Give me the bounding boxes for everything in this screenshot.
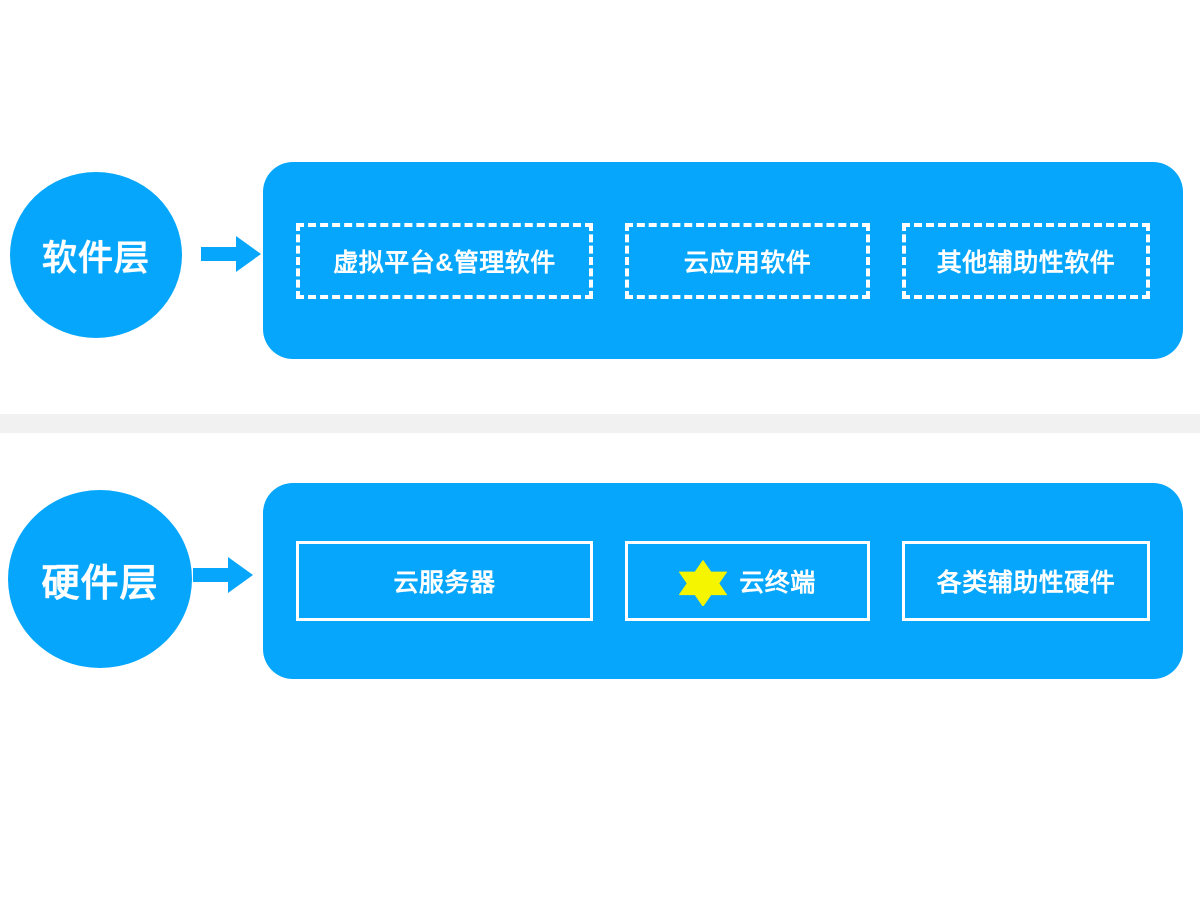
software-item-cloud-application[interactable]: 云应用软件 [625,222,870,299]
hardware-item-cloud-server[interactable]: 云服务器 [296,541,593,621]
layer-circle-software[interactable]: 软件层 [10,172,182,338]
software-item-1-label: 云应用软件 [683,248,812,277]
panel-hardware-layer: 云服务器 云终端 各类辅助性硬件 [263,483,1183,679]
software-item-2-label: 其他辅助性软件 [936,248,1116,277]
panel-software-items: 虚拟平台&管理软件 云应用软件 其他辅助性软件 [278,222,1168,299]
layer-circle-hardware[interactable]: 硬件层 [8,490,192,668]
six-pointed-star-icon [679,559,728,606]
panel-hardware-items: 云服务器 云终端 各类辅助性硬件 [278,541,1168,621]
right-arrow-icon-hardware [193,557,253,593]
section-divider [0,414,1200,433]
panel-software-layer: 虚拟平台&管理软件 云应用软件 其他辅助性软件 [263,162,1183,359]
hardware-item-0-label: 云服务器 [393,569,496,597]
layer-circle-hardware-label: 硬件层 [41,562,159,605]
right-arrow-icon-software [201,236,261,272]
hardware-item-1-label: 云终端 [739,569,816,597]
software-item-virtual-platform[interactable]: 虚拟平台&管理软件 [296,222,593,299]
software-item-0-label: 虚拟平台&管理软件 [333,248,556,277]
layer-circle-software-label: 软件层 [41,238,150,278]
software-item-other-auxiliary[interactable]: 其他辅助性软件 [902,222,1150,299]
hardware-item-auxiliary-hardware[interactable]: 各类辅助性硬件 [902,541,1150,621]
hardware-item-cloud-terminal[interactable]: 云终端 [625,541,870,621]
hardware-item-2-label: 各类辅助性硬件 [936,569,1116,597]
